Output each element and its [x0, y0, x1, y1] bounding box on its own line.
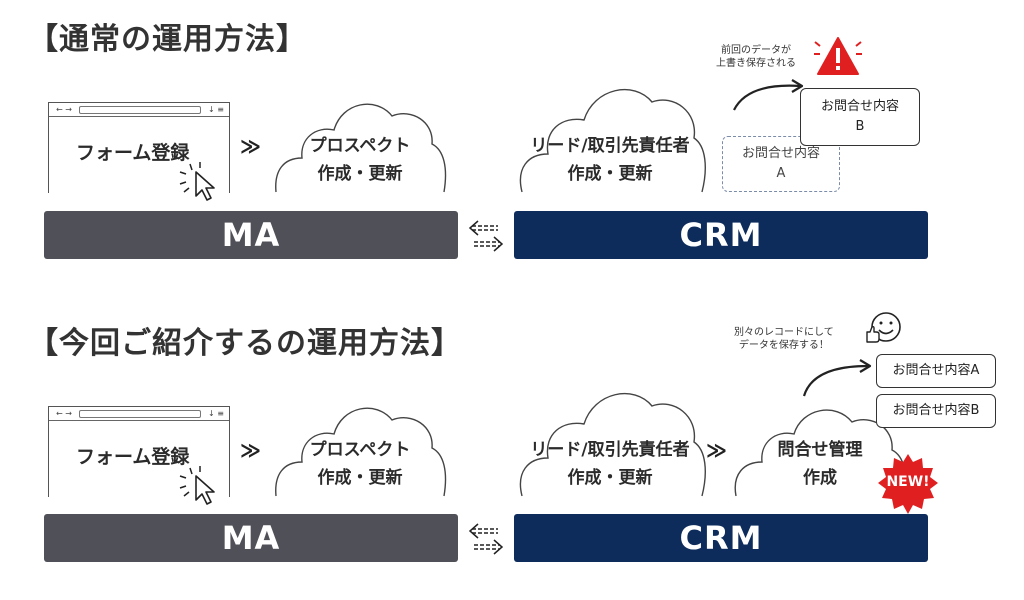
sync-arrows-icon [468, 523, 504, 555]
address-bar [79, 410, 201, 418]
crm-bar: CRM [514, 514, 928, 562]
browser-window: ← → ↓ ≡ [48, 406, 230, 497]
separate-records-note: 別々のレコードにして データを保存する！ [734, 327, 834, 351]
ma-bar: MA [44, 211, 458, 259]
section-heading-normal: 【通常の運用方法】 [28, 22, 307, 57]
browser-nav-icon: ← → [56, 409, 72, 418]
browser-window: ← → ↓ ≡ [48, 102, 230, 193]
sync-arrows-icon [468, 220, 504, 252]
crm-bar: CRM [514, 211, 928, 259]
cursor-click-icon [179, 466, 215, 505]
cloud-shape [275, 407, 447, 497]
inquiry-management-label: 問合せ管理 作成 [777, 440, 863, 488]
lead-contact-label: リード/取引先責任者 作成・更新 [530, 440, 690, 488]
new-badge-icon [878, 454, 938, 514]
new-badge-label: NEW! [886, 474, 930, 490]
cloud-shape [275, 103, 447, 193]
form-register-label: フォーム登録 [76, 142, 190, 164]
overwrite-arrow-icon [733, 79, 804, 111]
cloud-shape [519, 392, 706, 497]
address-bar [79, 106, 201, 114]
flow-chevron-icon: ≫ [706, 438, 727, 462]
flow-chevron-icon: ≫ [240, 134, 261, 158]
browser-toolbar: ← → ↓ ≡ [49, 407, 229, 421]
inquiry-card-a: お問合せ内容A [876, 354, 996, 388]
warning-icon [814, 37, 862, 75]
inquiry-card-b: お問合せ内容B [876, 394, 996, 428]
section-heading-new: 【今回ご紹介するの運用方法】 [28, 326, 462, 361]
flow-chevron-icon: ≫ [240, 438, 261, 462]
overwrite-note: 前回のデータが 上書き保存される [716, 45, 796, 69]
form-register-label: フォーム登録 [76, 446, 190, 468]
cursor-click-icon [179, 162, 215, 201]
browser-nav-icon: ← → [56, 105, 72, 114]
browser-toolbar: ← → ↓ ≡ [49, 103, 229, 117]
save-arrow-icon [802, 359, 872, 397]
prospect-label: プロスペクト 作成・更新 [309, 136, 411, 184]
cloud-shape [734, 409, 907, 497]
smiley-thumbs-up-icon [866, 312, 901, 343]
browser-tools-icon: ↓ ≡ [208, 409, 224, 418]
cloud-shape [519, 88, 706, 193]
ma-bar: MA [44, 514, 458, 562]
inquiry-card-b: お問合せ内容 B [800, 88, 920, 146]
browser-tools-icon: ↓ ≡ [208, 105, 224, 114]
prospect-label: プロスペクト 作成・更新 [309, 440, 411, 488]
lead-contact-label: リード/取引先責任者 作成・更新 [530, 136, 690, 184]
